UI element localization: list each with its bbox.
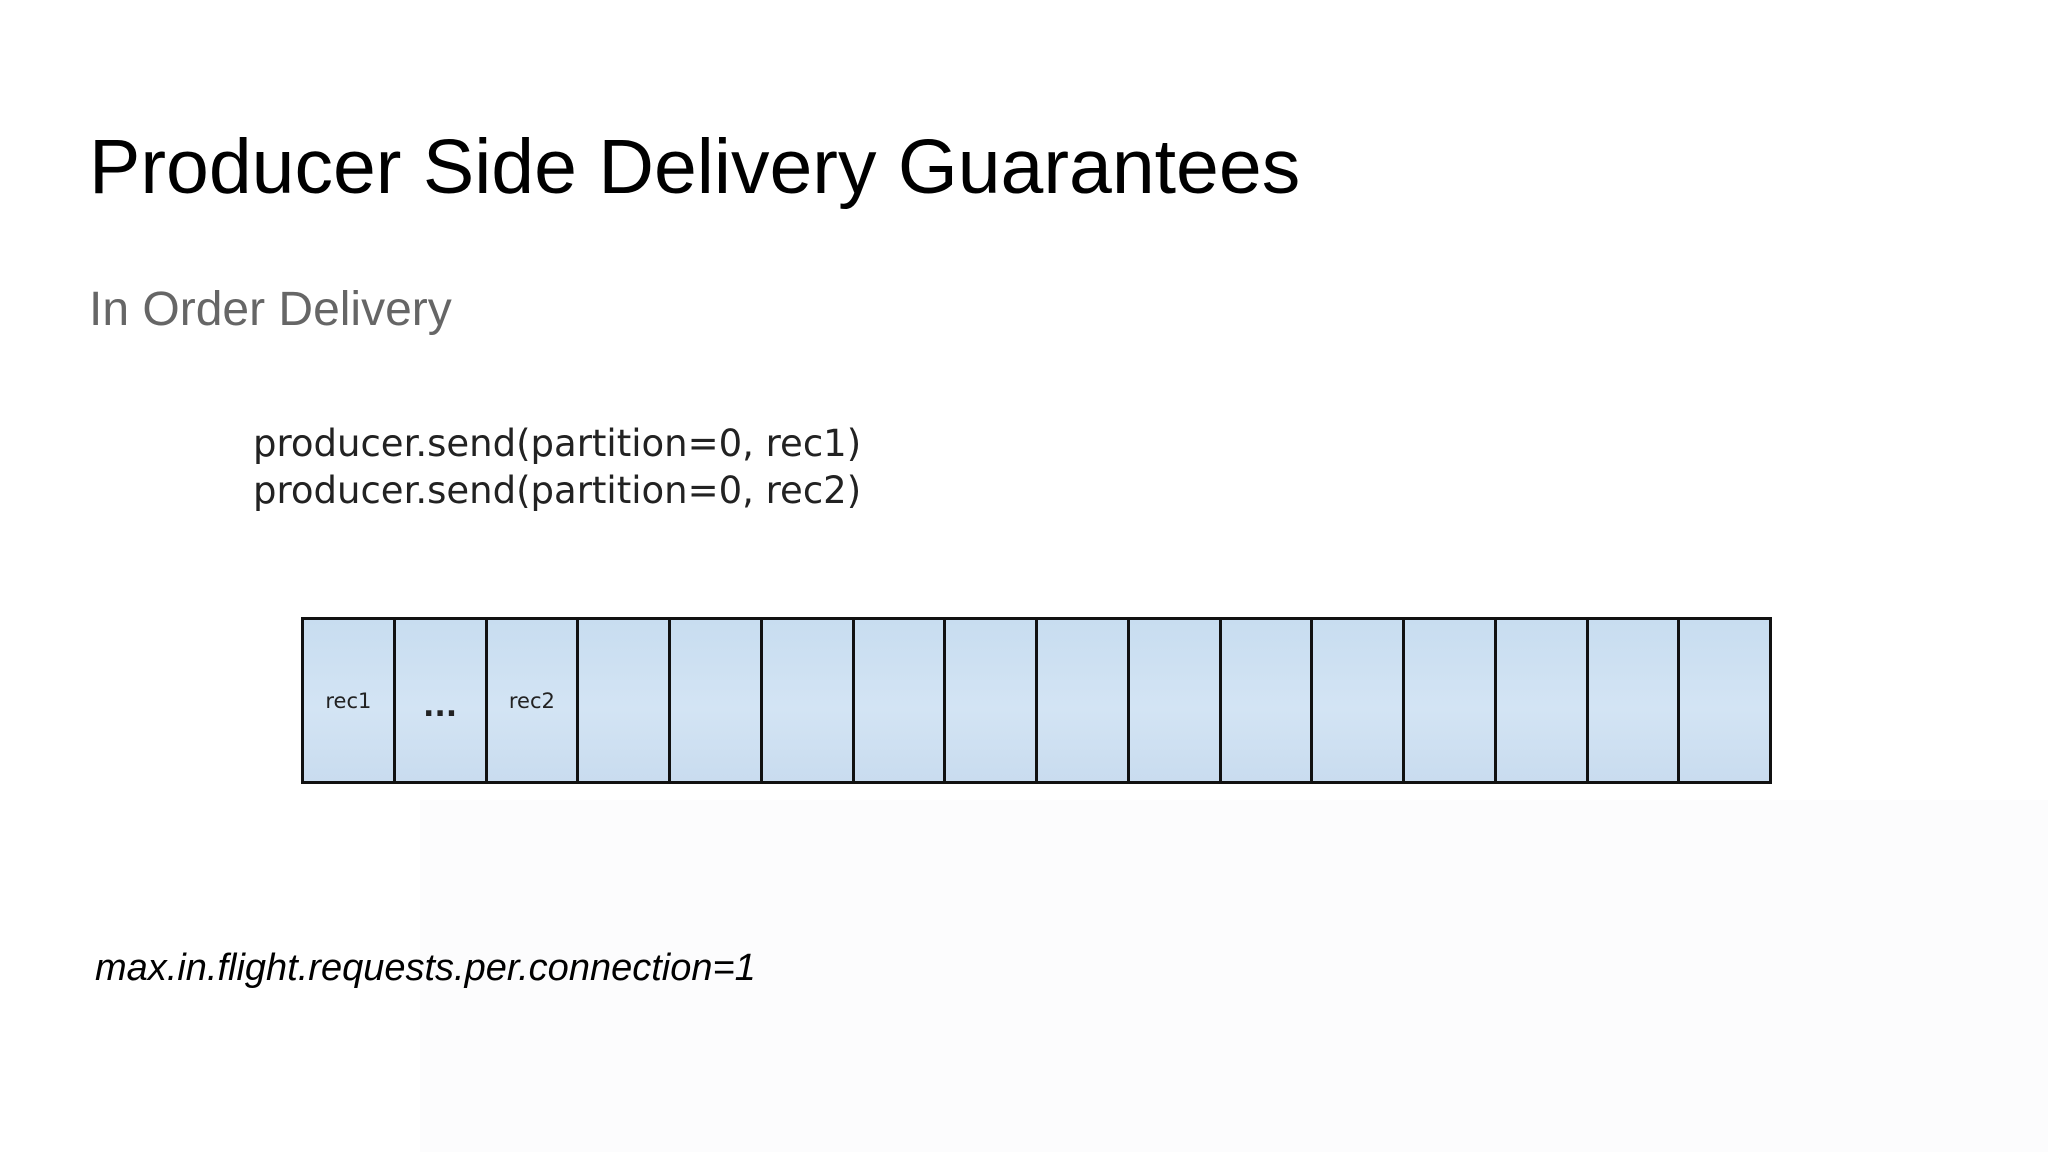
slide-subtitle: In Order Delivery xyxy=(89,283,452,336)
log-cell-empty xyxy=(946,620,1038,781)
slide-title: Producer Side Delivery Guarantees xyxy=(89,124,1301,210)
log-cell-empty xyxy=(1588,620,1681,781)
code-line-send-rec1: producer.send(partition=0, rec1) xyxy=(253,422,862,465)
log-cell-empty xyxy=(854,620,947,781)
partition-log: rec1 ... rec2 xyxy=(301,617,1772,784)
config-footnote: max.in.flight.requests.per.connection=1 xyxy=(95,947,756,989)
log-cell-empty xyxy=(1038,620,1130,781)
code-line-send-rec2: producer.send(partition=0, rec2) xyxy=(253,469,862,512)
log-cell-empty xyxy=(1680,620,1769,781)
log-cell-rec2: rec2 xyxy=(487,620,580,781)
log-cell-empty xyxy=(1496,620,1589,781)
log-cell-empty xyxy=(671,620,763,781)
slide-background-panel xyxy=(420,800,2048,1152)
log-cell-empty xyxy=(579,620,671,781)
log-cell-empty xyxy=(1405,620,1497,781)
log-cell-empty xyxy=(1221,620,1314,781)
log-cell-rec1: rec1 xyxy=(304,620,396,781)
log-cell-empty xyxy=(762,620,855,781)
log-cell-empty xyxy=(1129,620,1222,781)
log-cell-ellipsis: ... xyxy=(395,620,488,781)
log-cell-empty xyxy=(1313,620,1405,781)
code-snippet: producer.send(partition=0, rec1) produce… xyxy=(253,420,861,514)
